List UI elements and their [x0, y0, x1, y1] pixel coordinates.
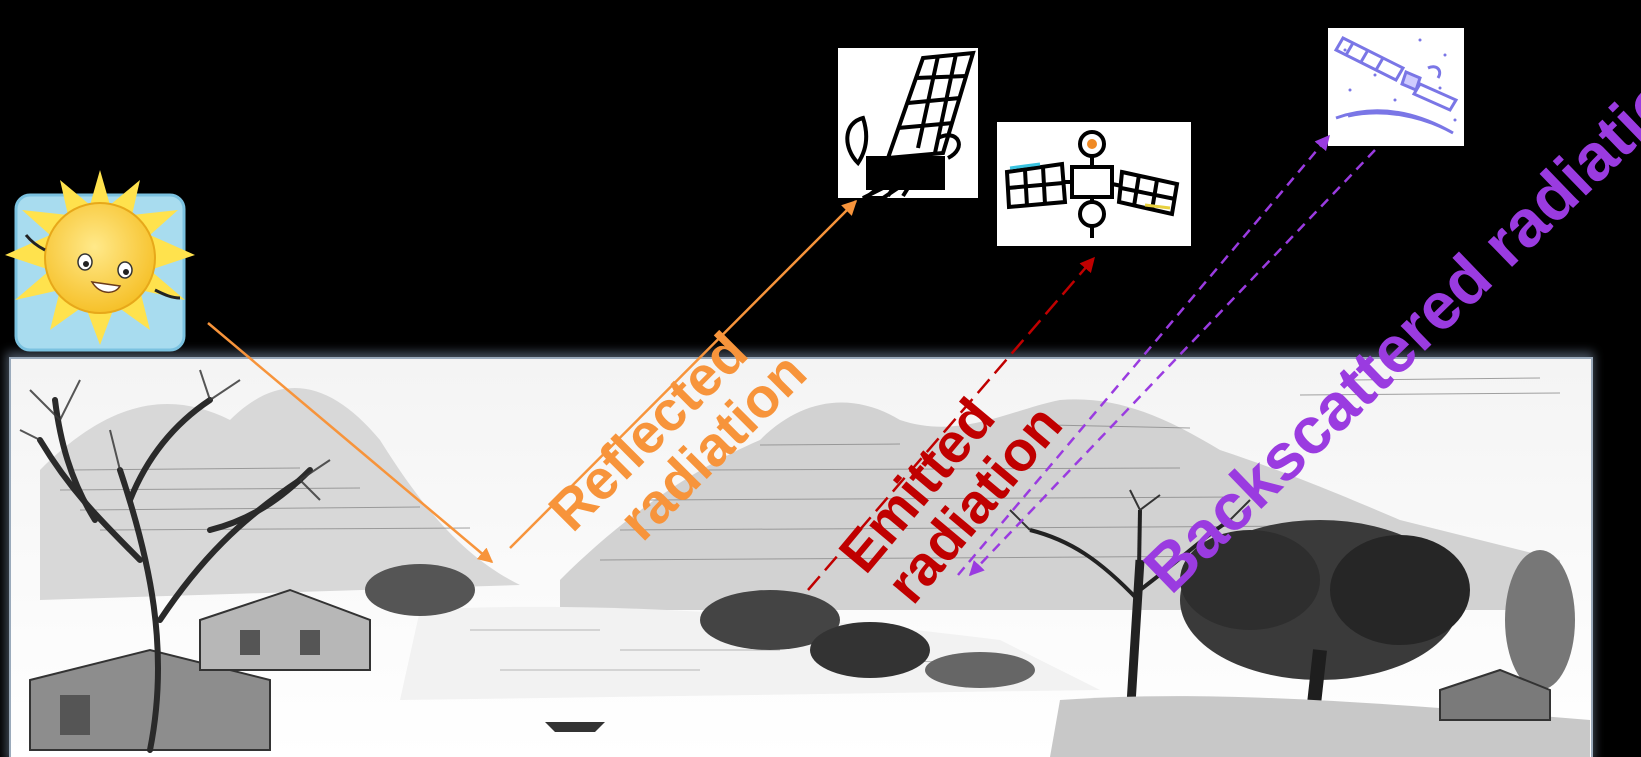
tree-right-leafy [1180, 520, 1575, 741]
backscatter-return-arrow [957, 134, 1330, 576]
sun-icon [5, 170, 195, 352]
incident-sunlight-arrow [207, 322, 494, 563]
tree-left-twigs [19, 369, 331, 501]
reflected-radiation-arrow [509, 199, 858, 549]
radar-pulse-arrow [968, 149, 1376, 577]
island-vegetation [365, 564, 1035, 688]
radar-satellite-icon [1328, 28, 1464, 146]
optical-satellite-icon [838, 48, 978, 200]
thermal-satellite-icon [997, 122, 1191, 246]
landscape-scene [6, 352, 1594, 757]
star-dots [1343, 38, 1457, 122]
tree-right-bare [1009, 489, 1251, 721]
tree-left [37, 397, 313, 753]
emitted-radiation-arrow [807, 256, 1095, 591]
boat [545, 722, 605, 732]
village [29, 588, 371, 751]
ground-right [1050, 668, 1590, 757]
radiation-arrows [207, 134, 1376, 591]
